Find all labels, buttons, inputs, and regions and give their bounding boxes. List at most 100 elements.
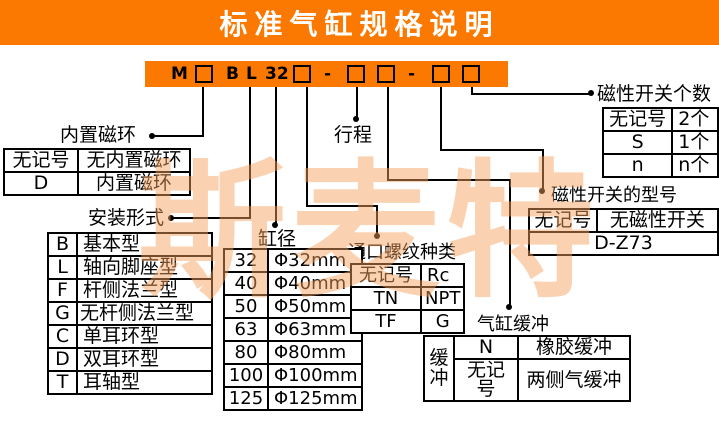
connector-port-dot	[374, 233, 380, 239]
code-box-cushion	[377, 65, 395, 83]
label-switch-model: 磁性开关的型号	[551, 185, 677, 206]
table-row: 无记号 Rc	[350, 263, 466, 288]
code-cell: F	[47, 278, 78, 303]
desc-cell: Φ80mm	[267, 340, 363, 365]
connector-switch-model-dot	[539, 188, 545, 194]
model-dash-2: -	[408, 64, 416, 84]
code-cell: N	[453, 335, 519, 360]
table-row: 100 Φ100mm	[223, 363, 363, 388]
table-row: D 双耳环型	[47, 347, 213, 372]
desc-cell: 无杆侧法兰型	[76, 301, 213, 326]
label-bore: 缸径	[258, 228, 297, 250]
connector-switch-count-dot	[588, 90, 594, 96]
code-box-stroke	[347, 65, 365, 83]
desc-cell: Φ40mm	[267, 271, 363, 296]
code-cell: T	[47, 370, 78, 395]
code-cell: 无记号	[528, 208, 598, 233]
code-cell: 无记号	[453, 358, 519, 402]
table-row: G 无杆侧法兰型	[47, 301, 213, 326]
page-title: 标准气缸规格说明	[219, 7, 500, 41]
desc-cell: 基本型	[76, 232, 213, 257]
table-row: 无记号 2个	[601, 107, 719, 132]
code-cell: D	[3, 171, 79, 196]
code-cell: TN	[350, 286, 422, 311]
cushion-table: 缓冲 N 橡胶缓冲 无记号 两侧气缓冲	[423, 335, 631, 402]
table-row: D 内置磁环	[3, 171, 191, 196]
table-row: TF G	[350, 309, 466, 334]
code-cell: 125	[223, 386, 269, 411]
connector-switch-model-h	[440, 149, 544, 151]
code-cell: 40	[223, 271, 269, 296]
model-prefix: M	[171, 64, 188, 84]
code-cell: 无记号	[350, 263, 422, 288]
desc-cell: Φ125mm	[267, 386, 363, 411]
code-cell: D	[47, 347, 78, 372]
connector-mounting-h	[171, 217, 251, 219]
code-cell: 80	[223, 340, 269, 365]
port-thread-table: 无记号 Rc TN NPT TF G	[350, 263, 466, 334]
connector-switch-count-v	[471, 87, 473, 95]
model-code-banner: M B L 32 - -	[145, 61, 508, 87]
table-row: n n个	[601, 153, 719, 178]
model-dash-1: -	[324, 64, 332, 84]
table-row: F 杆侧法兰型	[47, 278, 213, 303]
desc-cell: G	[419, 309, 466, 334]
desc-cell: 单耳环型	[76, 324, 213, 349]
code-cell: 无记号	[601, 107, 674, 132]
code-box-switch-count	[462, 65, 480, 83]
connector-mounting-v	[249, 87, 251, 219]
code-cell: L	[47, 255, 78, 280]
connector-bore-dot	[272, 222, 278, 228]
connector-cushion-v1	[387, 87, 389, 181]
table-row: 无记号 无内置磁环	[3, 148, 191, 173]
desc-cell: 双耳环型	[76, 347, 213, 372]
desc-cell: 无内置磁环	[77, 148, 191, 173]
switch-count-table: 无记号 2个 S 1个 n n个	[601, 107, 719, 178]
connector-magnet-ring-h	[152, 135, 204, 137]
code-cell: C	[47, 324, 78, 349]
connector-mounting-dot	[168, 215, 174, 221]
table-row: S 1个	[601, 130, 719, 155]
code-cell: 50	[223, 294, 269, 319]
desc-cell: 轴向脚座型	[76, 255, 213, 280]
connector-bore-v	[275, 87, 277, 225]
table-row: D-Z73	[528, 231, 719, 256]
desc-cell: 1个	[671, 130, 719, 155]
table-row: 50 Φ50mm	[223, 294, 363, 319]
code-cell: TF	[350, 309, 422, 334]
desc-cell: 内置磁环	[77, 171, 191, 196]
table-row: 125 Φ125mm	[223, 386, 363, 411]
connector-port-v2	[376, 205, 378, 236]
table-row: L 轴向脚座型	[47, 255, 213, 280]
code-cell: B	[47, 232, 78, 257]
table-row: 80 Φ80mm	[223, 340, 363, 365]
code-cell: 63	[223, 317, 269, 342]
connector-stroke-dot	[353, 116, 359, 122]
connector-magnet-ring-v	[202, 87, 204, 137]
desc-cell: n个	[671, 153, 719, 178]
desc-cell: 2个	[671, 107, 719, 132]
desc-cell: 无磁性开关	[595, 208, 719, 233]
title-bar: 标准气缸规格说明	[0, 0, 719, 45]
desc-cell: Rc	[419, 263, 466, 288]
table-row: 无记号 两侧气缓冲	[424, 358, 631, 402]
label-cushion: 气缸缓冲	[477, 314, 549, 335]
code-cell: 100	[223, 363, 269, 388]
connector-cushion-v2	[509, 179, 511, 307]
connector-cushion-h	[387, 179, 511, 181]
code-box-port-thread	[293, 65, 311, 83]
table-row: TN NPT	[350, 286, 466, 311]
connector-cushion-dot	[506, 304, 512, 310]
connector-switch-model-v2	[542, 149, 544, 191]
connector-port-v1	[306, 87, 308, 207]
desc-cell: Φ50mm	[267, 294, 363, 319]
connector-switch-model-v1	[440, 87, 442, 151]
code-cell: S	[601, 130, 674, 155]
model-number-cell: D-Z73	[528, 231, 719, 256]
code-cell: 32	[223, 248, 269, 273]
desc-cell: Φ63mm	[267, 317, 363, 342]
table-row: B 基本型	[47, 232, 213, 257]
mounting-table: B 基本型 L 轴向脚座型 F 杆侧法兰型 G 无杆侧法兰型 C 单耳环型 D …	[47, 232, 213, 395]
table-row: 32 Φ32mm	[223, 248, 363, 273]
